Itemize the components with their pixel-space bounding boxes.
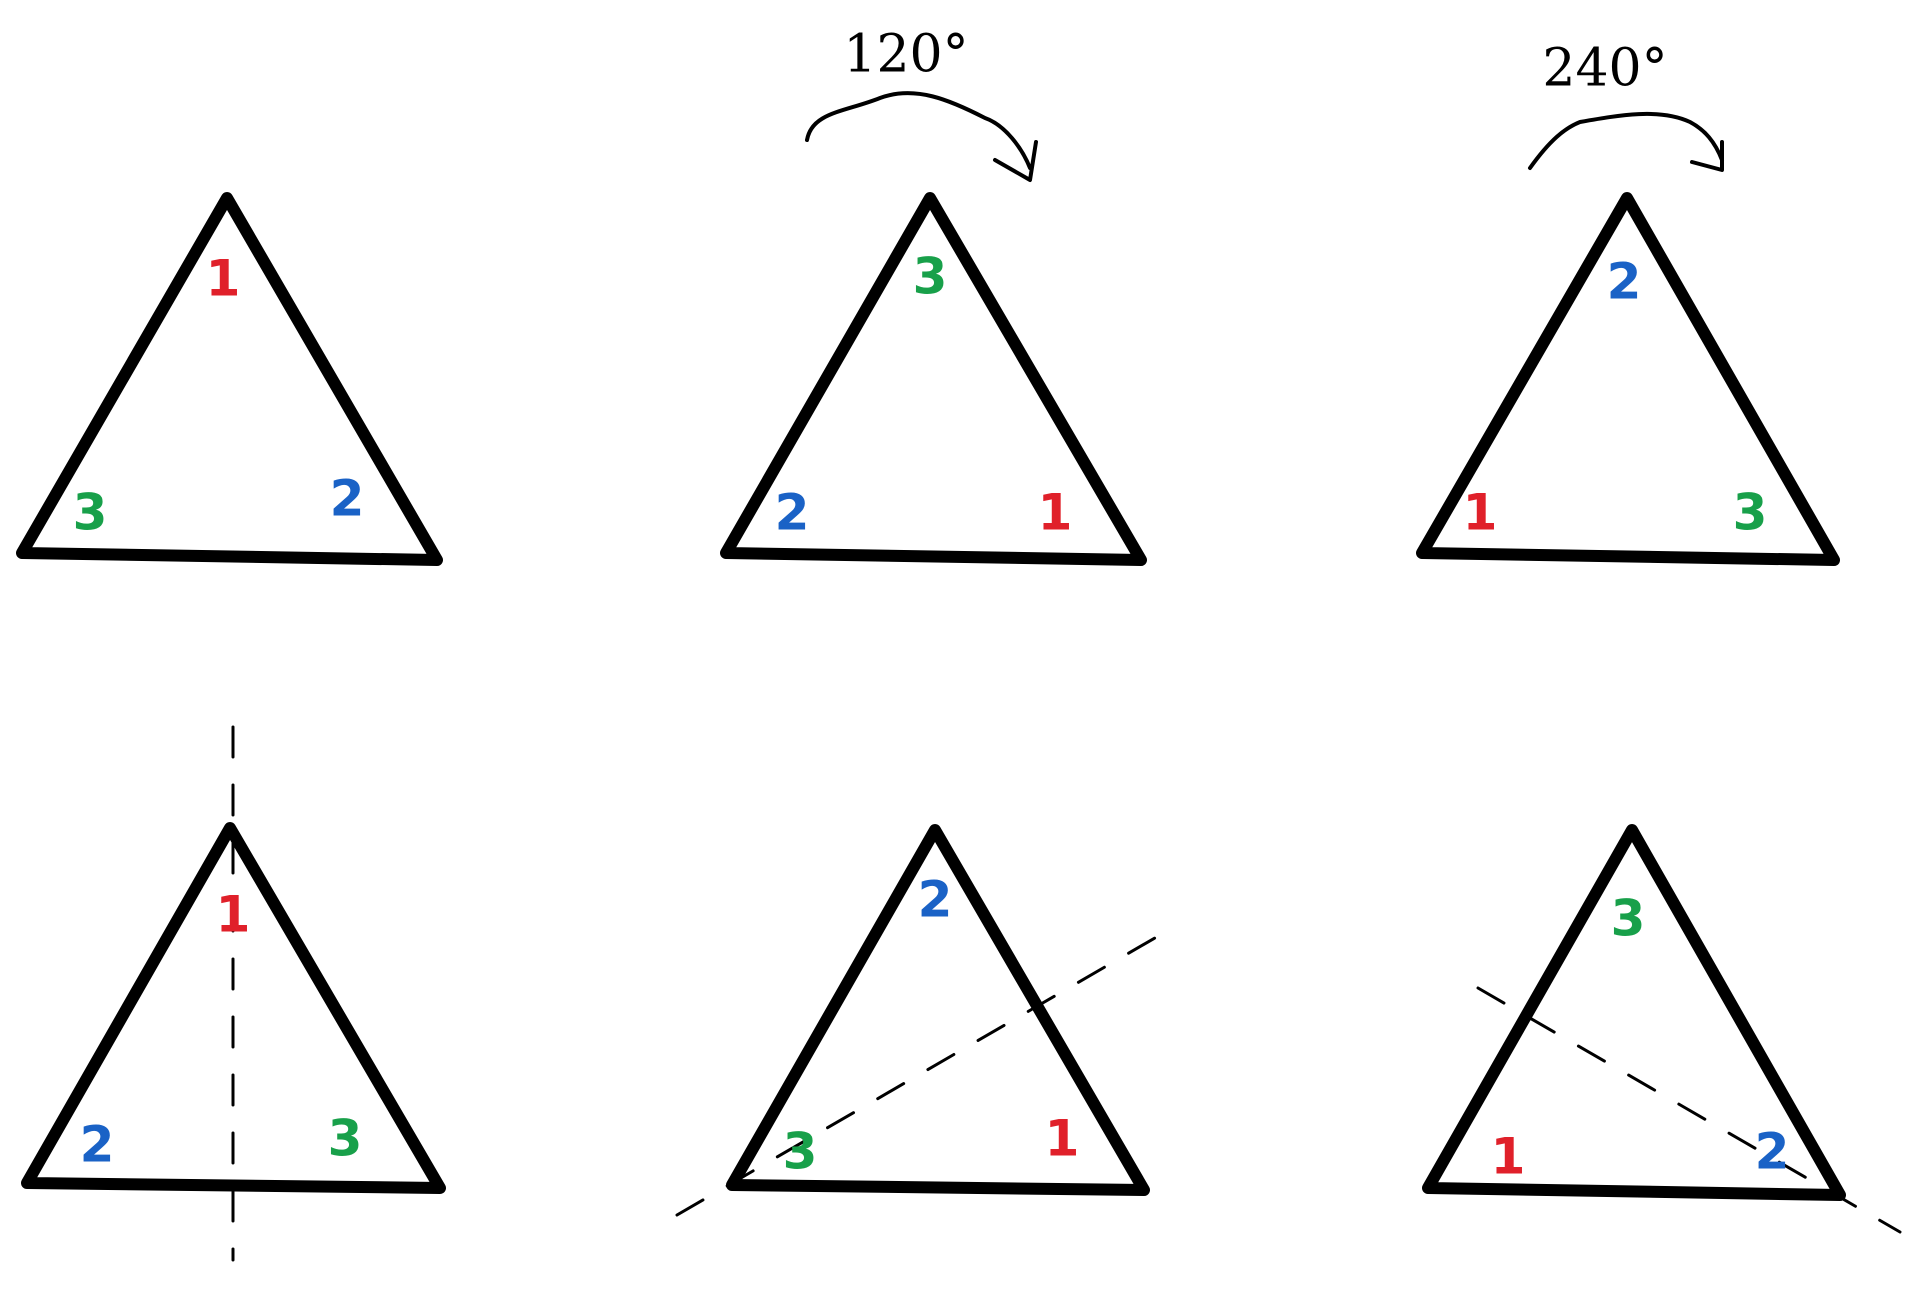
triangle-reflection-diagonal-left: 2 3 1 [675,824,1162,1217]
triangle-rotation-240: 2 1 3 240° [1416,39,1840,566]
vertex-label-right: 1 [1038,484,1073,542]
rotation-angle-label: 240° [1542,39,1667,99]
triangle-rotation-120: 3 2 1 120° [720,25,1147,566]
vertex-label-left: 1 [1463,484,1498,542]
vertex-label-right: 2 [330,470,365,528]
rotation-arrow [1528,111,1724,170]
vertex-label-left: 1 [1491,1128,1526,1186]
triangle-outline [726,824,1150,1196]
triangle-outline [1422,824,1846,1201]
vertex-label-right: 3 [1733,484,1768,542]
triangle-reflection-diagonal-right: 3 1 2 [1422,824,1902,1234]
reflection-axis [1476,986,1902,1234]
vertex-label-top: 1 [216,886,251,944]
arrow-head [1690,140,1724,172]
vertex-label-top: 3 [913,248,948,306]
triangle-identity: 1 3 2 [16,192,443,566]
arrow-head [993,140,1038,182]
reflection-axis [675,933,1162,1217]
vertex-label-right: 3 [328,1110,363,1168]
vertex-label-left: 2 [775,484,810,542]
vertex-label-top: 3 [1611,890,1646,948]
vertex-label-top: 2 [1607,253,1642,311]
vertex-label-top: 1 [206,250,241,308]
vertex-label-left: 2 [80,1116,115,1174]
triangle-outline [720,192,1147,566]
triangle-reflection-vertical: 1 2 3 [21,725,446,1262]
rotation-angle-label: 120° [843,25,968,85]
triangle-outline [1416,192,1840,566]
vertex-label-left: 3 [73,484,108,542]
triangle-outline [16,192,443,566]
vertex-label-right: 1 [1045,1110,1080,1168]
rotation-arrow [805,91,1032,170]
vertex-label-right: 2 [1755,1123,1790,1181]
vertex-label-top: 2 [918,871,953,929]
triangle-outline [21,822,446,1194]
vertex-label-left: 3 [783,1123,818,1181]
